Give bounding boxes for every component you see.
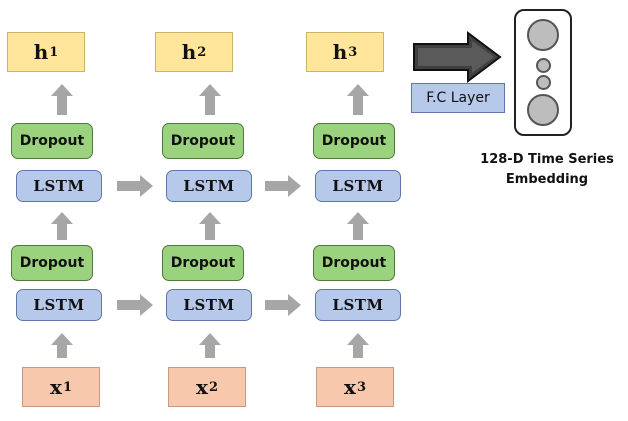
arrow-up — [347, 84, 369, 115]
output-h1-subscript: 1 — [49, 44, 59, 60]
dropout-layer1-col1: Dropout — [11, 123, 93, 159]
embedding-node-large — [527, 94, 559, 126]
fc-layer-box: F.C Layer — [411, 83, 505, 113]
output-h1-label: h — [33, 40, 49, 64]
input-x3-label: x — [344, 375, 356, 399]
input-x1-subscript: 1 — [62, 379, 72, 395]
arrow-up — [199, 212, 221, 240]
embedding-caption-line1: 128-D Time Series — [480, 152, 614, 167]
arrow-right — [117, 294, 153, 316]
input-x3-subscript: 3 — [356, 379, 366, 395]
output-h2-subscript: 2 — [197, 44, 207, 60]
fc-layer-label: F.C Layer — [426, 90, 490, 106]
output-h3-label: h — [332, 40, 348, 64]
arrow-up — [347, 212, 369, 240]
arrow-up — [51, 212, 73, 240]
lstm-layer1-col2: LSTM — [166, 170, 252, 202]
embedding-node-small — [536, 58, 551, 73]
embedding-caption: 128-D Time Series Embedding — [472, 150, 622, 190]
lstm-layer2-col1: LSTM — [16, 289, 102, 321]
input-x2-label: x — [196, 375, 208, 399]
embedding-node-small — [536, 75, 551, 90]
arrow-up — [347, 333, 369, 358]
lstm-layer1-col1: LSTM — [16, 170, 102, 202]
dropout-layer1-col2: Dropout — [162, 123, 244, 159]
dropout-layer2-col3: Dropout — [313, 245, 395, 281]
input-x1-label: x — [50, 375, 62, 399]
arrow-up — [51, 84, 73, 115]
dropout-layer2-col1: Dropout — [11, 245, 93, 281]
dropout-layer2-col2: Dropout — [162, 245, 244, 281]
arrow-right — [265, 175, 301, 197]
output-h3-subscript: 3 — [348, 44, 358, 60]
lstm-layer1-col3: LSTM — [315, 170, 401, 202]
arrow-up — [51, 333, 73, 358]
embedding-vector-box — [514, 9, 572, 136]
arrow-up — [199, 333, 221, 358]
output-h2-label: h — [181, 40, 197, 64]
input-x2-subscript: 2 — [208, 379, 218, 395]
lstm-layer2-col3: LSTM — [315, 289, 401, 321]
dropout-layer1-col3: Dropout — [313, 123, 395, 159]
arrow-up — [199, 84, 221, 115]
lstm-layer2-col2: LSTM — [166, 289, 252, 321]
arrow-right — [117, 175, 153, 197]
arrow-right — [265, 294, 301, 316]
embedding-node-large — [527, 19, 559, 51]
embedding-caption-line2: Embedding — [505, 172, 589, 187]
